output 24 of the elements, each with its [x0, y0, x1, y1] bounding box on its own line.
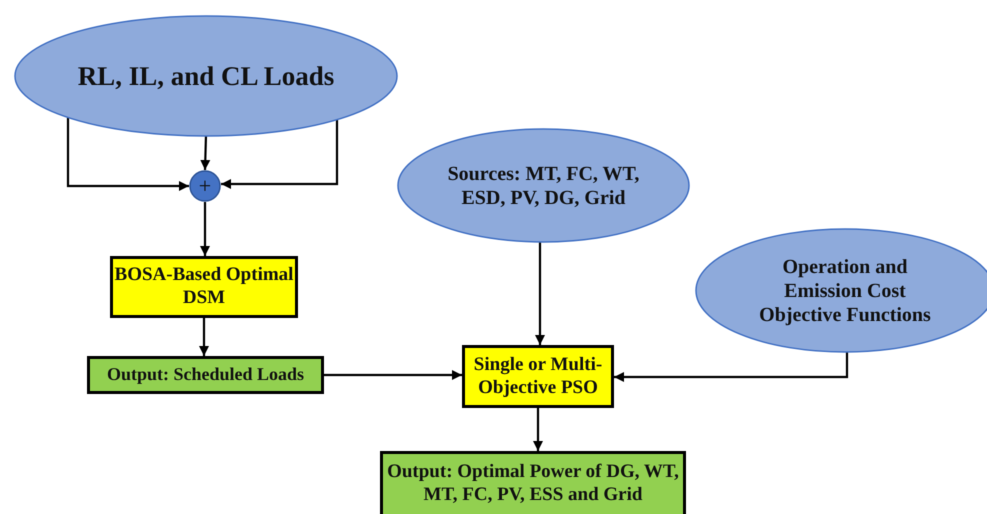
node-label: Output: Optimal Power of DG, WT, MT, FC, PV, ESS and Grid — [386, 461, 680, 507]
arrow — [221, 118, 338, 189]
arrow — [533, 408, 543, 451]
arrow — [200, 134, 210, 170]
arrow — [324, 370, 462, 380]
output-box — [380, 451, 686, 514]
arrow — [200, 202, 210, 256]
arrow — [199, 318, 209, 356]
arrow — [614, 351, 848, 382]
summing-junction — [189, 170, 221, 202]
ellipse-node — [14, 15, 398, 137]
node-label: Output: Scheduled Loads — [106, 364, 304, 386]
process-box — [110, 256, 298, 318]
node-label: + — [198, 172, 212, 200]
process-box — [462, 345, 614, 408]
node-label: BOSA-Based Optimal DSM — [114, 264, 294, 310]
node-label: Sources: MT, FC, WT, ESD, PV, DG, Grid — [446, 162, 640, 210]
output-box — [87, 356, 324, 394]
arrow — [66, 116, 189, 191]
node-label: RL, IL, and CL Loads — [78, 60, 334, 92]
ellipse-node — [397, 128, 690, 243]
arrow — [535, 240, 545, 345]
node-label: Operation and Emission Cost Objective Functions — [758, 254, 932, 326]
node-label: Single or Multi-Objective PSO — [472, 354, 604, 400]
